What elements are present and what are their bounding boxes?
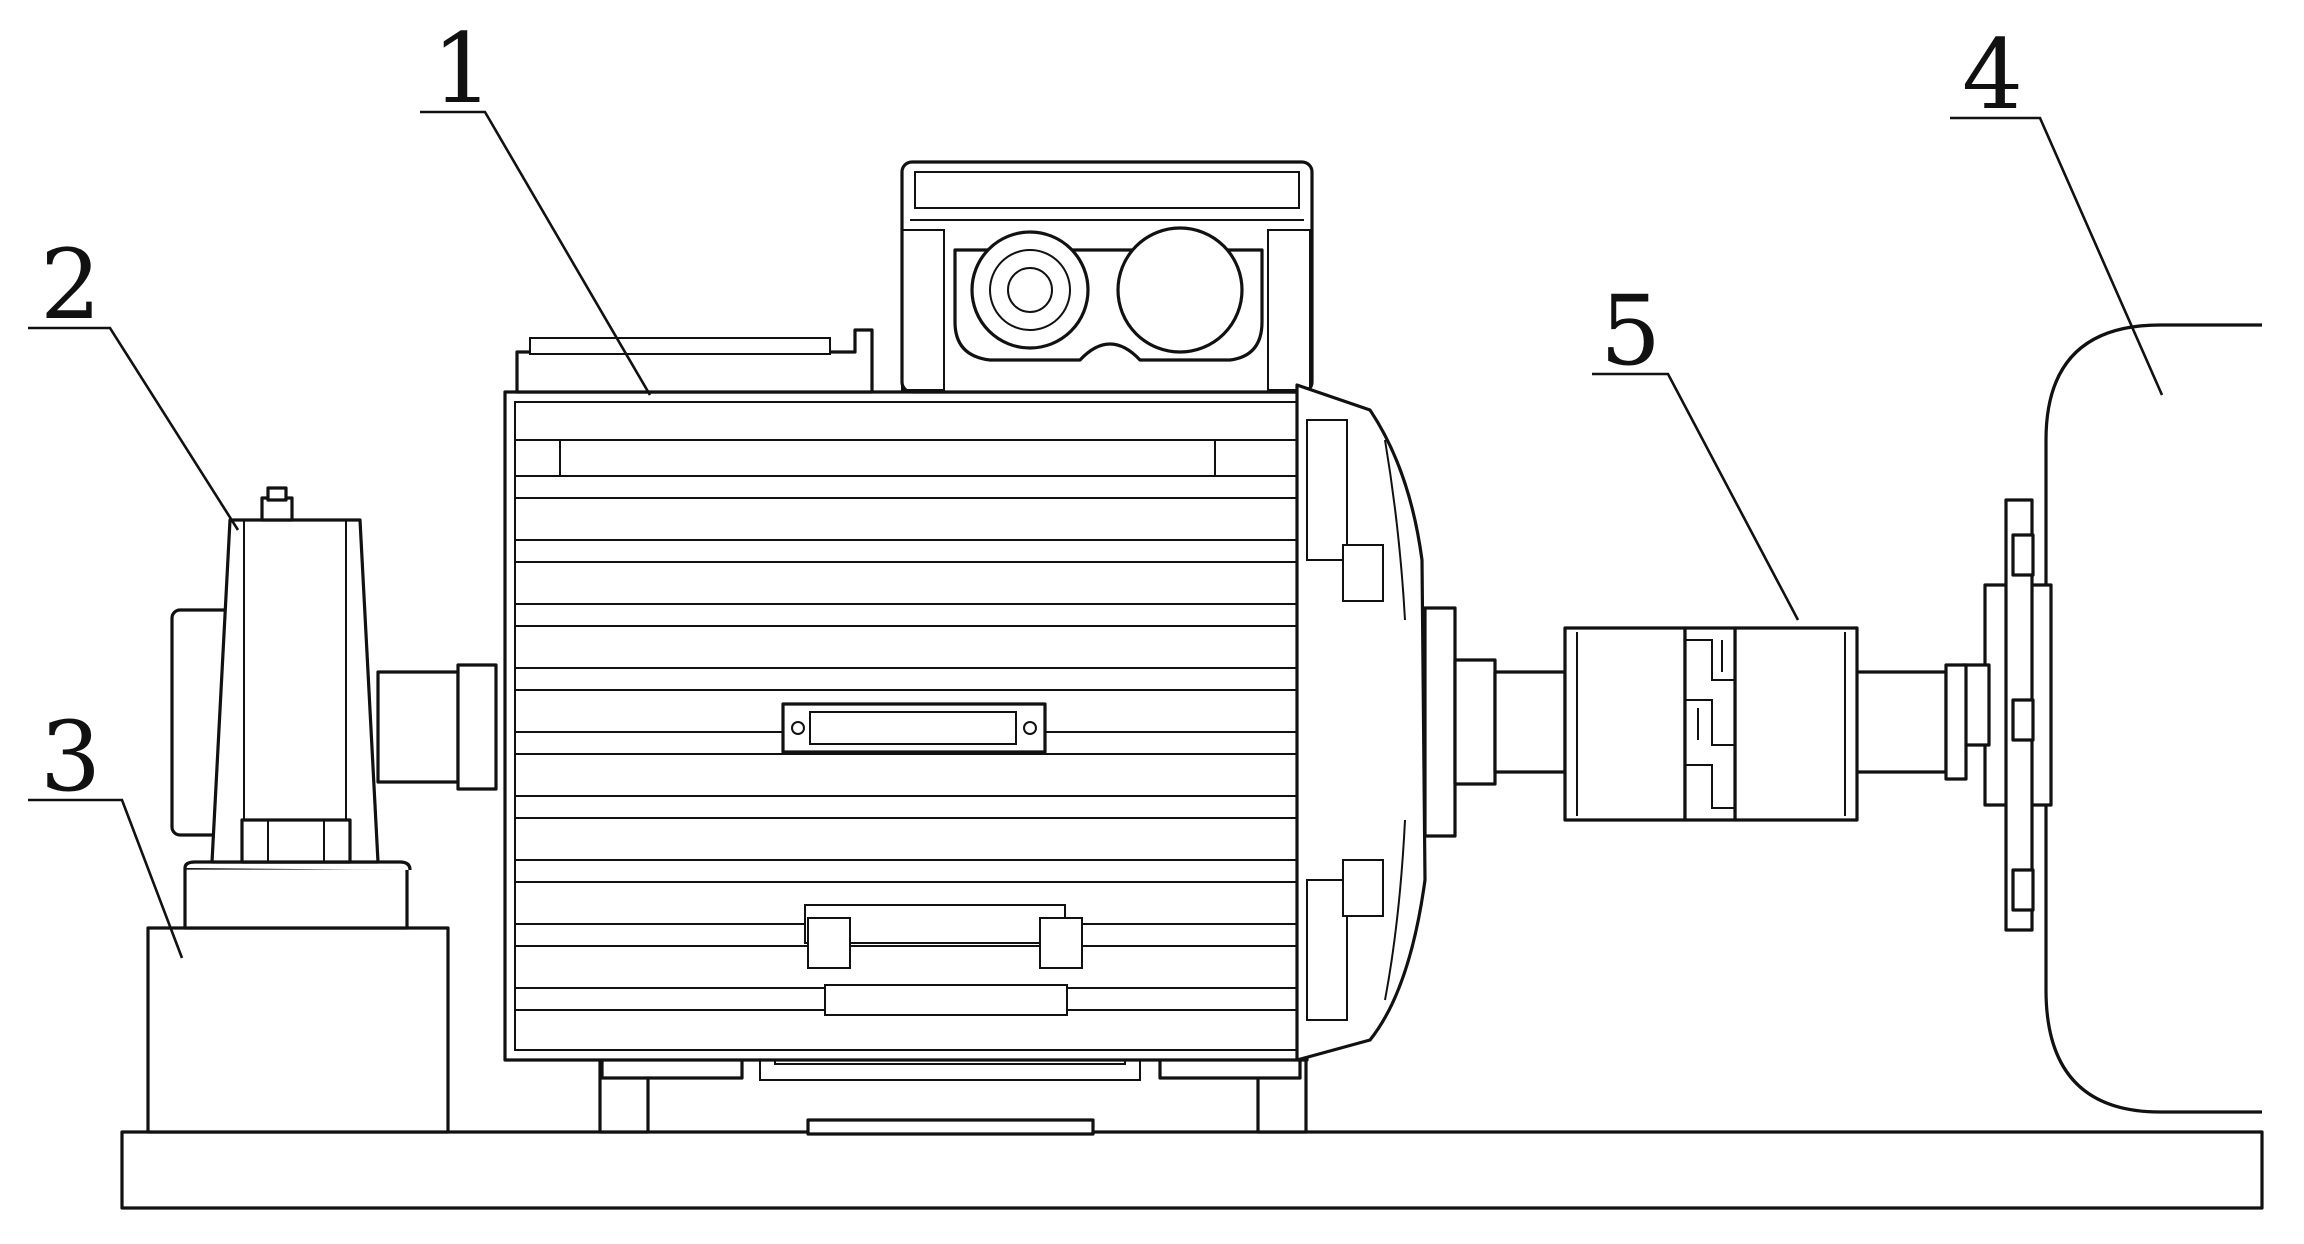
- motor: [503, 160, 1427, 1136]
- motor-end-bell: [1295, 383, 1427, 1062]
- callout-3: 3: [40, 701, 101, 813]
- cooling-fins: [515, 439, 1297, 1011]
- callout-2: 2: [40, 229, 101, 341]
- load-unit: [1961, 323, 2262, 1114]
- leader-3: [28, 798, 184, 959]
- terminal-box: [900, 160, 1314, 394]
- support-base: [146, 860, 450, 1134]
- callout-labels: 1 2 3 4 5: [40, 13, 2023, 813]
- leader-1: [420, 110, 652, 396]
- leader-4: [1950, 116, 2164, 396]
- bearing-block: [170, 486, 498, 864]
- callout-1: 1: [432, 13, 493, 125]
- callout-4: 4: [1962, 19, 2023, 131]
- nameplate: [781, 702, 1047, 754]
- leader-lines: [28, 110, 2164, 959]
- coupling-assembly: [1423, 606, 1968, 838]
- leader-2: [28, 326, 240, 531]
- callout-5: 5: [1600, 275, 1661, 387]
- leader-5: [1592, 372, 1800, 621]
- base-plate: [120, 1130, 2264, 1210]
